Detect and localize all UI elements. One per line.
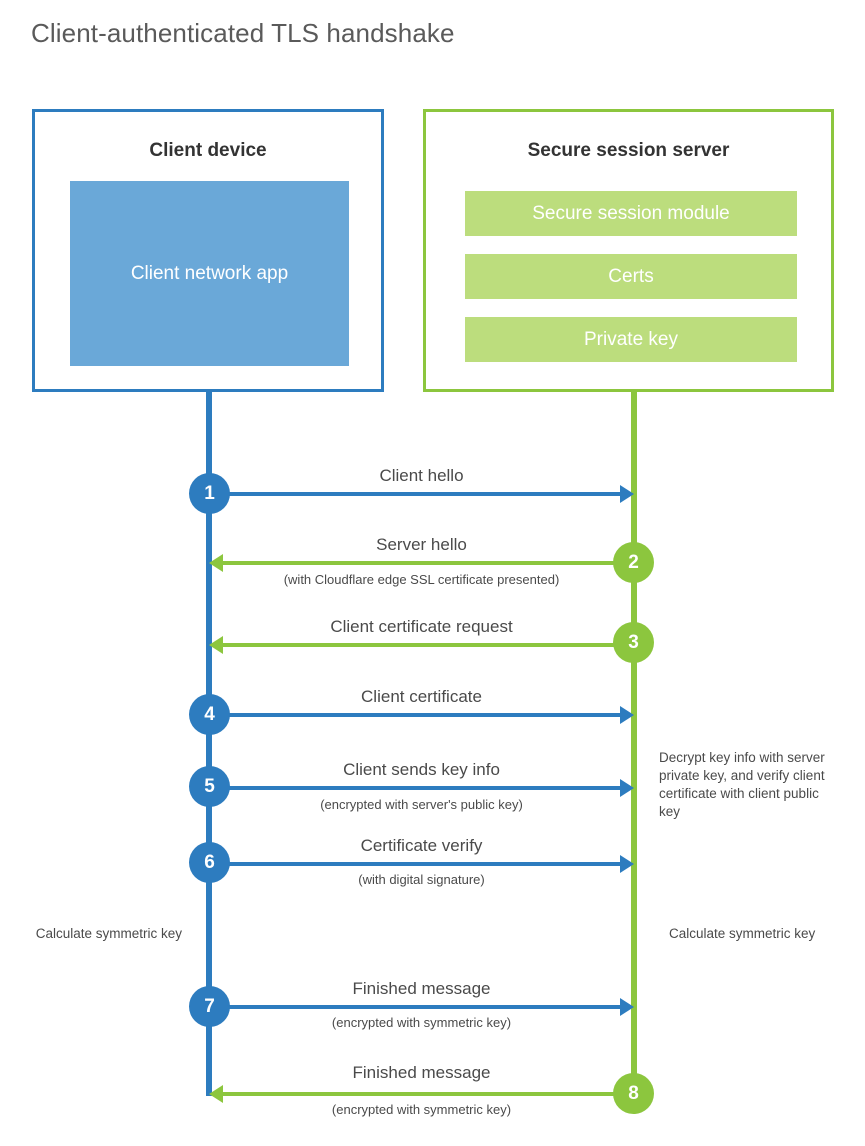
server-component-label: Private key [584,328,678,350]
step-8-arrowhead-icon [209,1085,223,1103]
step-3-arrow-line [223,643,634,647]
server-decrypt-note: Decrypt key info with server private key… [659,750,825,819]
client-network-app-block: Client network app [70,181,349,366]
server-calculate-symmetric-key-note: Calculate symmetric key [669,926,816,941]
server-component-certs: Certs [465,254,797,299]
step-6-sublabel: (with digital signature) [358,872,485,887]
step-7-marker: 7 [189,986,230,1027]
step-7-arrow-line [209,1005,620,1009]
step-2-arrowhead-icon [209,554,223,572]
step-6-arrowhead-icon [620,855,634,873]
step-2-sublabel: (with Cloudflare edge SSL certificate pr… [283,572,560,587]
step-6-label: Certificate verify [360,836,483,855]
secure-session-server-title: Secure session server [527,140,730,161]
step-5-sublabel: (encrypted with server's public key) [320,797,523,812]
step-4-arrowhead-icon [620,706,634,724]
step-4-label: Client certificate [361,687,482,706]
step-8-label: Finished message [352,1063,491,1082]
client-device-box: Client device Client network app [32,109,384,392]
step-2-arrow-line [223,561,634,565]
step-5-label: Client sends key info [343,760,500,779]
step-8-sublabel: (encrypted with symmetric key) [331,1102,512,1117]
step-5-arrowhead-icon [620,779,634,797]
step-8-marker: 8 [613,1073,654,1114]
server-component-private-key: Private key [465,317,797,362]
step-3-marker: 3 [613,622,654,663]
step-5-marker: 5 [189,766,230,807]
server-lifeline [631,392,637,1101]
step-7-sublabel: (encrypted with symmetric key) [331,1015,512,1030]
step-5-arrow-line [209,786,620,790]
client-device-title: Client device [149,140,267,161]
client-lifeline [206,392,212,1096]
step-7-arrowhead-icon [620,998,634,1016]
page-title: Client-authenticated TLS handshake [31,18,455,48]
client-network-app-label: Client network app [130,262,289,284]
step-2-marker: 2 [613,542,654,583]
server-component-label: Secure session module [532,202,730,224]
step-1-marker: 1 [189,473,230,514]
step-6-marker: 6 [189,842,230,883]
step-2-label: Server hello [376,535,467,554]
step-6-arrow-line [209,862,620,866]
client-calculate-symmetric-key-note: Calculate symmetric key [35,926,182,941]
step-4-marker: 4 [189,694,230,735]
step-3-label: Client certificate request [330,617,513,636]
step-1-arrowhead-icon [620,485,634,503]
server-component-label: Certs [608,265,654,287]
step-8-arrow-line [223,1092,634,1096]
step-1-arrow-line [209,492,620,496]
step-7-label: Finished message [352,979,491,998]
server-component-secure-session-module: Secure session module [465,191,797,236]
step-4-arrow-line [209,713,620,717]
step-1-label: Client hello [379,466,464,485]
step-3-arrowhead-icon [209,636,223,654]
secure-session-server-box: Secure session server Secure session mod… [423,109,834,392]
